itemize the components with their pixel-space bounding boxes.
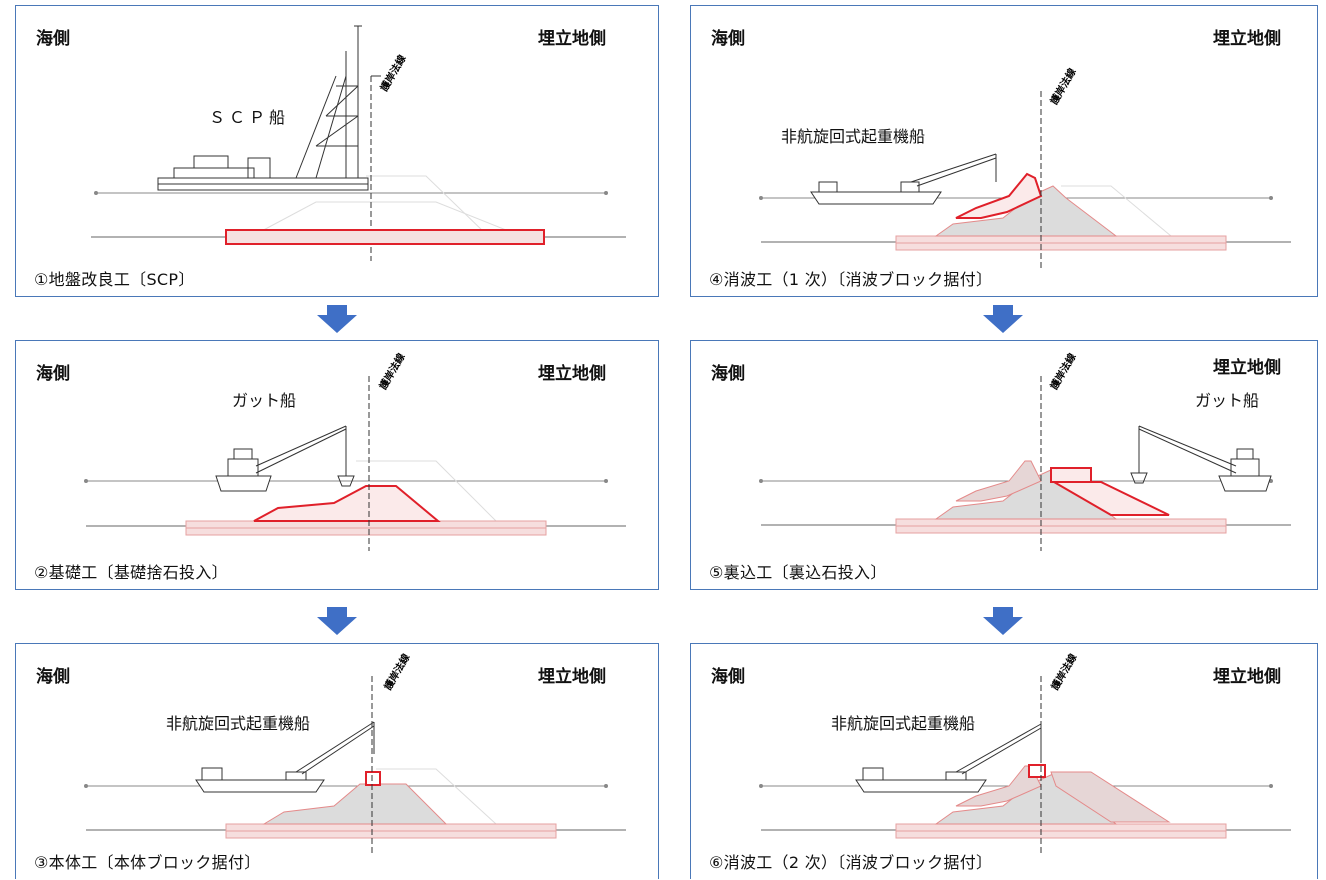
landfill-side-label: 埋立地側 (538, 364, 606, 384)
sea-side-label: 海側 (711, 667, 745, 687)
cross-section-diagram: 護岸法線 (84, 651, 626, 854)
cross-section-diagram: 護岸法線 (759, 66, 1291, 268)
landfill-side-label: 埋立地側 (538, 667, 606, 687)
step-panel-5: 海側 埋立地側 ガット船 護岸法線 ⑤裏込工〔裏込石投入〕 (690, 340, 1318, 590)
step-panel-4: 海側 埋立地側 非航旋回式起重機船 護岸法線 ④消波工（1 次）〔消波ブロック据… (690, 5, 1318, 297)
step-caption: ②基礎工〔基礎捨石投入〕 (34, 563, 228, 582)
crane-vessel (810, 153, 997, 205)
step-panel-2: 海側 埋立地側 ガット船 護岸法線 ②基礎工〔基礎捨石投入〕 (15, 340, 659, 590)
design-line-label: 護岸法線 (381, 651, 412, 692)
crane-vessel (195, 721, 375, 793)
sea-side-label: 海側 (711, 29, 745, 49)
down-arrow-icon (317, 305, 357, 333)
backfill-stone (1050, 481, 1170, 516)
sea-side-label: 海側 (36, 29, 70, 49)
cross-section-diagram: 護岸法線 (759, 351, 1291, 551)
foundation-rubble (253, 485, 441, 522)
step-caption: ③本体工〔本体ブロック据付〕 (34, 853, 261, 872)
vessel-label: ＳＣＰ船 (209, 108, 290, 127)
step-caption: ①地盤改良工〔SCP〕 (34, 270, 195, 289)
down-arrow-icon (317, 607, 357, 635)
cross-section-diagram: 護岸法線 (84, 351, 626, 551)
gut-vessel (1130, 425, 1272, 492)
cross-section-diagram: 護岸法線 (759, 651, 1291, 854)
step-caption: ⑤裏込工〔裏込石投入〕 (709, 563, 887, 582)
down-arrow-icon (983, 305, 1023, 333)
scp-vessel (157, 25, 369, 191)
cross-section-diagram: 護岸法線 (91, 25, 626, 261)
scp-ground-improvement (225, 229, 545, 245)
sea-side-label: 海側 (711, 364, 745, 384)
vessel-label: ガット船 (1195, 391, 1260, 410)
wave-dissipating-block-1 (955, 172, 1043, 219)
step-panel-1: 海側 埋立地側 ＳＣＰ船 護岸法線 (15, 5, 659, 297)
landfill-side-label: 埋立地側 (1213, 358, 1281, 378)
gut-vessel (215, 425, 355, 492)
vessel-label: 非航旋回式起重機船 (781, 127, 926, 146)
step-caption: ⑥消波工（2 次）〔消波ブロック据付〕 (709, 853, 993, 872)
step-panel-6: 海側 埋立地側 非航旋回式起重機船 護岸法線 ⑥消波工（2 次）〔消波ブロック据… (690, 643, 1318, 879)
vessel-label: ガット船 (232, 391, 297, 410)
sea-side-label: 海側 (36, 667, 70, 687)
design-line-label: 護岸法線 (1047, 351, 1078, 392)
down-arrow-icon (983, 607, 1023, 635)
design-line-label: 護岸法線 (1047, 66, 1078, 107)
landfill-side-label: 埋立地側 (1213, 667, 1281, 687)
design-line-label: 護岸法線 (376, 351, 407, 392)
step-panel-3: 海側 埋立地側 非航旋回式起重機船 護岸法線 ③本体工〔本体ブロック据付〕 (15, 643, 659, 879)
vessel-label: 非航旋回式起重機船 (166, 714, 311, 733)
vessel-label: 非航旋回式起重機船 (831, 714, 976, 733)
sea-side-label: 海側 (36, 364, 70, 384)
backfill-top (1050, 467, 1092, 483)
wave-dissipating-block-2 (1028, 764, 1046, 778)
landfill-side-label: 埋立地側 (1213, 29, 1281, 49)
design-line-label: 護岸法線 (377, 53, 408, 94)
crane-vessel (855, 723, 1042, 793)
body-block (365, 771, 381, 786)
design-line-label: 護岸法線 (1048, 651, 1079, 692)
step-caption: ④消波工（1 次）〔消波ブロック据付〕 (709, 270, 993, 289)
landfill-side-label: 埋立地側 (538, 29, 606, 49)
